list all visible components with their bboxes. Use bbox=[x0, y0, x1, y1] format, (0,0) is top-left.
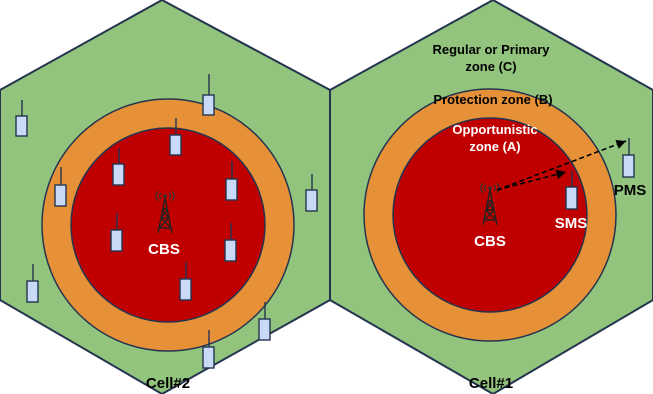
cell-2-label: Cell#2 bbox=[146, 375, 190, 392]
link-arrow-to-sms bbox=[496, 169, 567, 191]
regular-zone-label-line1: Regular or Primary bbox=[432, 42, 550, 57]
mobile-station-icon bbox=[258, 302, 271, 341]
cell-1-cbs-label: CBS bbox=[474, 233, 506, 250]
secondary-mobile-station-icon bbox=[565, 171, 578, 210]
opportunistic-zone-label-line1: Opportunistic bbox=[452, 122, 537, 137]
regular-zone-label-line2: zone (C) bbox=[465, 59, 516, 74]
cell-1-opportunistic-zone bbox=[392, 117, 588, 313]
cell-1: Regular or Primary zone (C) Protection z… bbox=[329, 0, 653, 394]
mobile-station-icon bbox=[15, 100, 28, 137]
cell-2-cbs-label: CBS bbox=[148, 241, 180, 258]
mobile-station-icon bbox=[112, 148, 125, 186]
mobile-station-icon bbox=[26, 264, 39, 303]
mobile-station-icon bbox=[169, 118, 182, 156]
mobile-station-icon bbox=[305, 174, 318, 212]
mobile-station-icon bbox=[179, 262, 192, 301]
cell-2-mobiles bbox=[15, 74, 318, 369]
mobile-station-icon bbox=[110, 213, 123, 252]
mobile-station-icon bbox=[202, 330, 215, 369]
mobile-station-icon bbox=[54, 167, 67, 207]
mobile-station-icon bbox=[202, 74, 215, 116]
primary-mobile-station-icon bbox=[622, 138, 635, 178]
opportunistic-zone-label-line2: zone (A) bbox=[469, 139, 520, 154]
sms-label: SMS bbox=[555, 215, 588, 232]
mobile-station-icon bbox=[225, 161, 238, 201]
pms-label: PMS bbox=[614, 182, 647, 199]
cell-1-label: Cell#1 bbox=[469, 375, 513, 392]
cell-1-base-station-icon bbox=[480, 182, 500, 226]
cell-2-base-station-icon bbox=[155, 190, 175, 234]
link-arrow-to-pms bbox=[496, 139, 627, 191]
mobile-station-icon bbox=[224, 223, 237, 262]
protection-zone-label: Protection zone (B) bbox=[433, 92, 552, 107]
cell-2: CBS Cell#2 bbox=[0, 0, 331, 394]
